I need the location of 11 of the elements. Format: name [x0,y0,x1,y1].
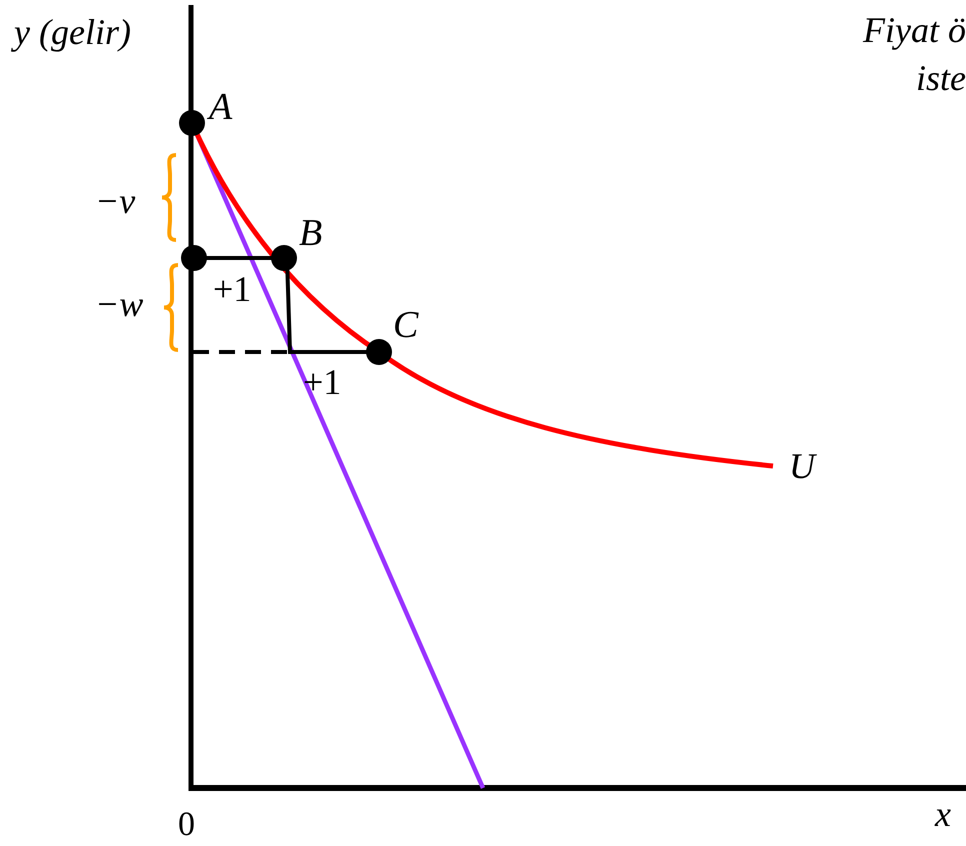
axis-label: x [935,796,951,832]
change-label: −w [95,286,144,322]
point-label: A [209,88,232,126]
note-text: Fiyat ö [863,12,966,48]
origin-label: 0 [178,808,195,842]
change-label: −v [95,183,136,219]
step-label: +1 [213,271,252,307]
curve-label: U [789,448,815,484]
point-label: C [393,306,418,344]
point-label: B [299,214,322,252]
note-text: iste [916,60,966,96]
